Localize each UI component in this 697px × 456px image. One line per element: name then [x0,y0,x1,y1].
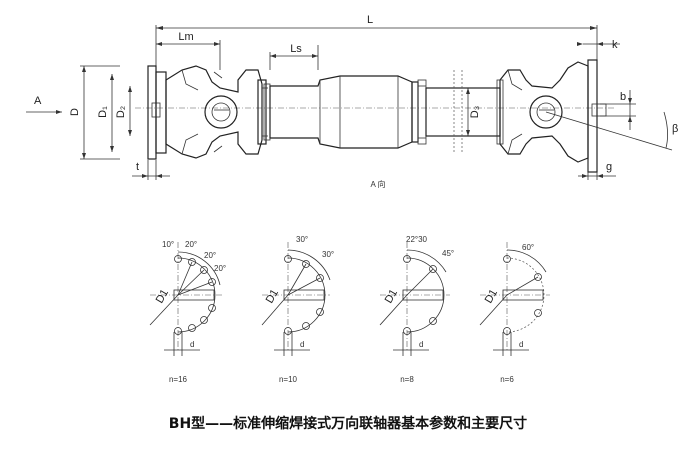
n10-angle-1: 30° [296,235,308,244]
n16-d1-label: D1 [154,287,171,305]
view-direction-label: A 向 [370,179,385,189]
n8-d-label: d [419,340,423,349]
dim-beta-label: β [672,123,678,135]
n16-angle-4: 20° [214,264,226,273]
n16-d-label: d [190,340,194,349]
n8-d1-label: D1 [383,287,400,305]
n10-d1-label: D1 [264,287,281,305]
dim-D2-label: D₂ [115,106,127,118]
n6-angle-1: 60° [522,243,534,252]
dim-Lm-label: Lm [178,31,193,43]
dim-k-label: k [612,39,618,51]
n16-caption: n=16 [169,375,188,384]
n8-angle-1: 22°30 [406,235,428,244]
dim-g-label: g [606,161,612,173]
n8-caption: n=8 [400,375,414,384]
flange-pattern-n10: 30° 30° D1 d n=10 [261,235,334,384]
dim-D1-label: D₁ [97,106,109,118]
dim-L-label: L [367,14,373,26]
dim-Ls-label: Ls [290,43,302,55]
flange-pattern-n6: 60° D1 d n=6 [479,242,550,384]
main-assembly-view: L Lm Ls k A D D₁ [26,14,678,189]
n6-d1-label: D1 [483,287,500,305]
figure-caption: BH型——标准伸缩焊接式万向联轴器基本参数和主要尺寸 [169,415,527,432]
flange-pattern-n8: 22°30 45° D1 d n=8 [379,235,454,384]
flange-pattern-n16: 10° 20° 20° 20° D1 d n=16 [149,240,226,384]
n6-caption: n=6 [500,375,514,384]
n16-angle-3: 20° [204,251,216,260]
n10-d-label: d [300,340,304,349]
n10-caption: n=10 [279,375,298,384]
n6-d-label: d [519,340,523,349]
n16-angle-2: 20° [185,240,197,249]
n8-angle-2: 45° [442,249,454,258]
n16-angle-1: 10° [162,240,174,249]
n10-angle-2: 30° [322,250,334,259]
dim-D-label: D [69,108,81,116]
dim-b-label: b [620,91,626,103]
view-arrow-A-label: A [34,95,42,107]
dim-D3-label: D₃ [469,106,481,118]
dim-t-label: t [136,161,139,173]
